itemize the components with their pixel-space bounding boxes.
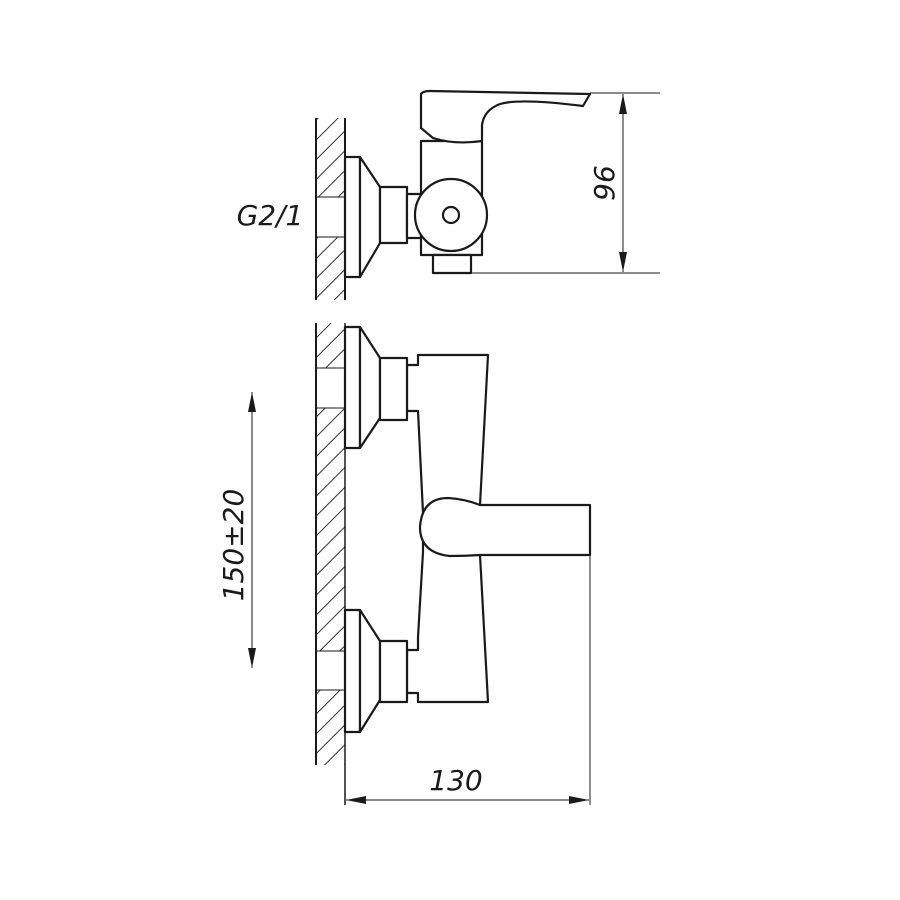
lower-nut (378, 639, 409, 704)
lower-flange-cone (358, 608, 382, 734)
knob-center (441, 205, 461, 225)
depth-dimension-label: 130 (429, 764, 482, 797)
wall-section-bottom (315, 323, 346, 805)
upper-flange-cone (358, 325, 382, 450)
height-dimension-label: 96 (588, 165, 621, 201)
side-view: 96 G2/1 (237, 89, 660, 300)
connector-nut (378, 185, 409, 245)
upper-flange (343, 325, 362, 450)
upper-nut (378, 356, 409, 422)
top-view: 150±20 130 (217, 323, 592, 805)
depth-dimension: 130 (346, 555, 591, 805)
lower-flange (343, 608, 362, 734)
lever-handle-top (418, 496, 592, 558)
wall-section-top (315, 118, 346, 300)
thread-label: G2/1 (237, 199, 304, 232)
wall-flange (343, 155, 362, 279)
spacing-dimension: 150±20 (217, 392, 256, 668)
flange-cone (358, 155, 382, 279)
lever-handle (419, 89, 592, 144)
height-dimension: 96 (471, 92, 660, 274)
bottom-outlet (431, 253, 473, 275)
spacing-dimension-label: 150±20 (217, 489, 250, 602)
